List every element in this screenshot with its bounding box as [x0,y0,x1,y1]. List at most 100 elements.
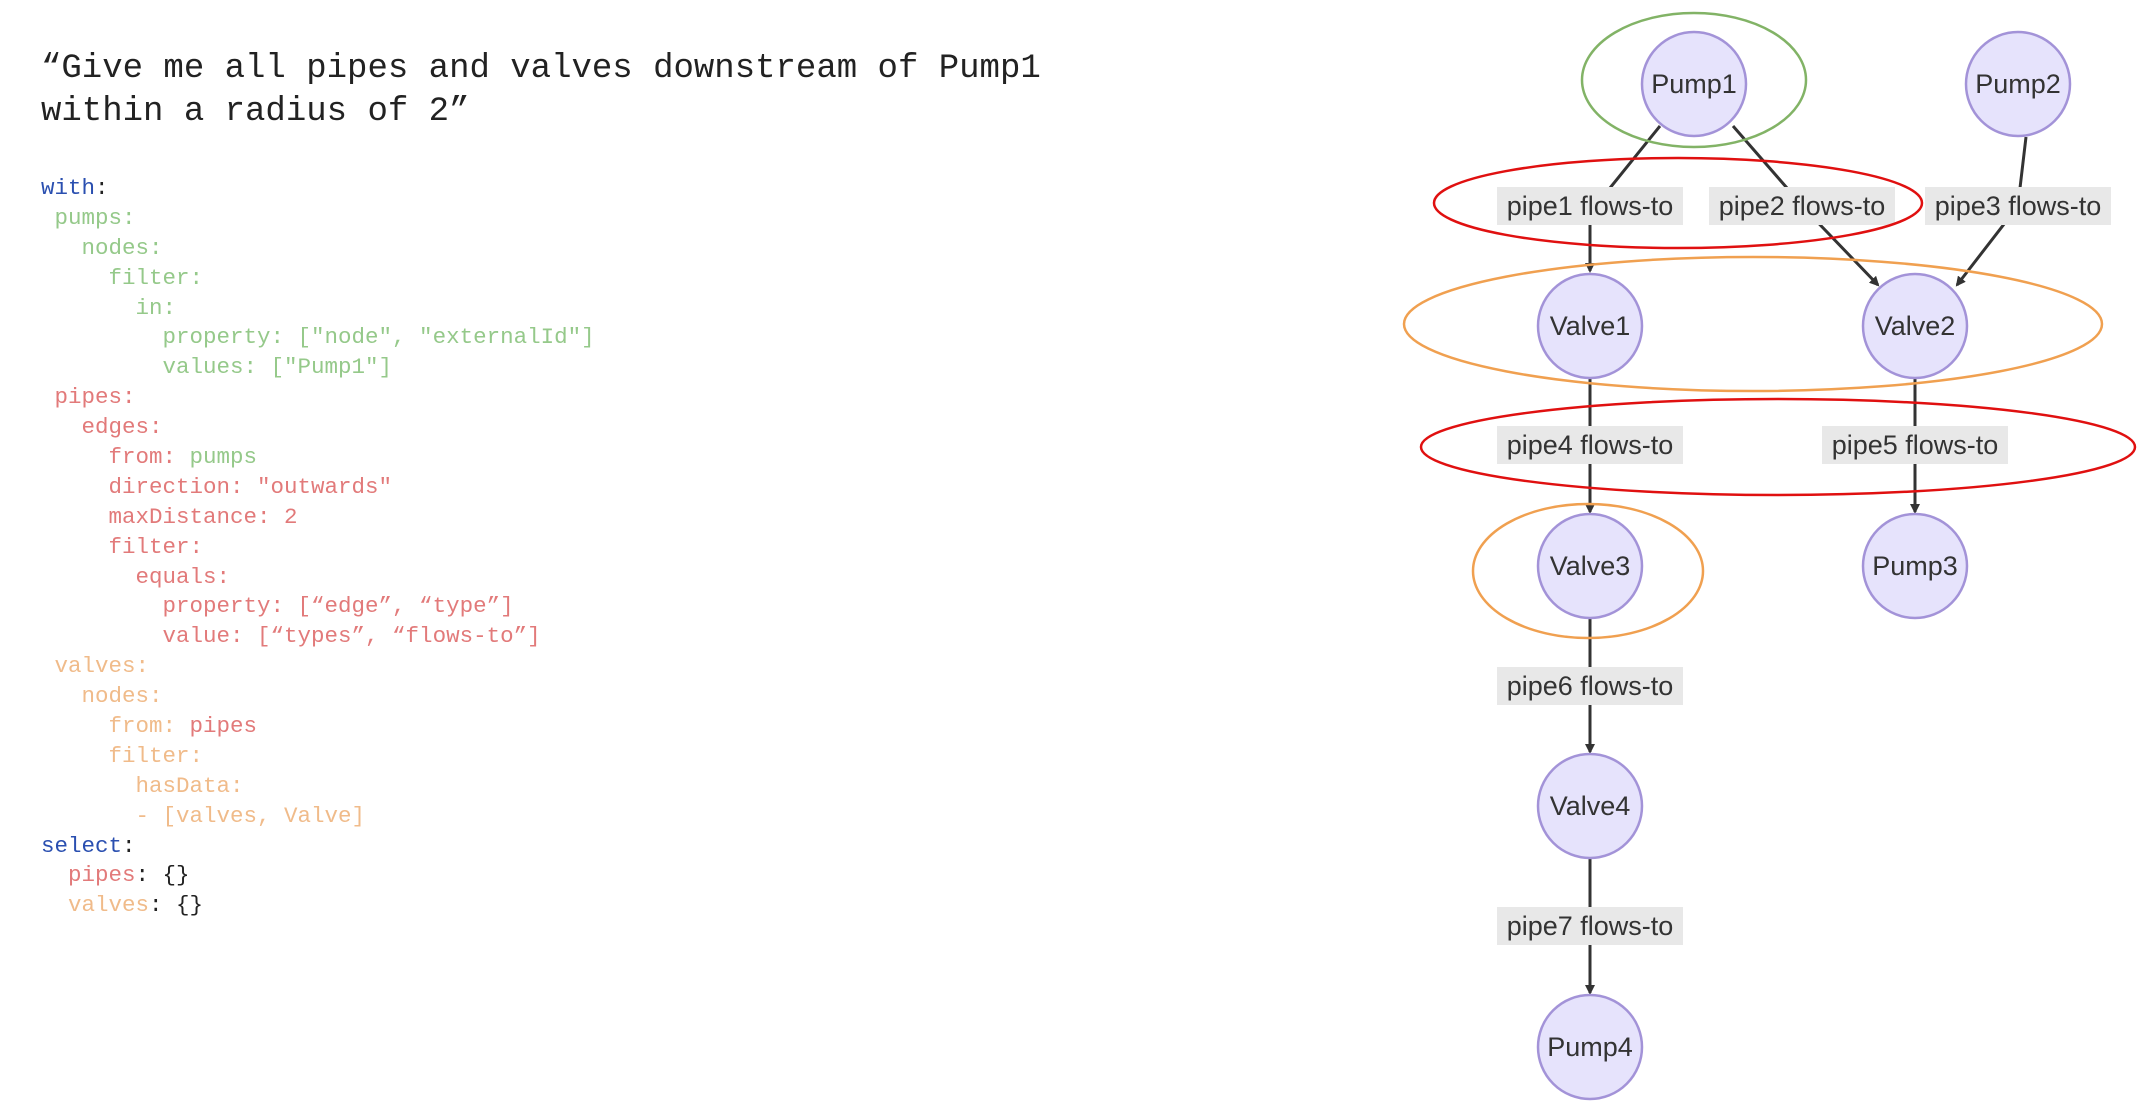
code-token: from: [41,444,190,471]
edge-label-background [1497,187,1683,225]
node-label: Pump4 [1547,1032,1633,1062]
code-token: - [valves, Valve] [41,802,366,829]
pipes-highlight-level1 [1432,156,1924,250]
node-circle [1536,512,1644,620]
node-circle [1861,512,1969,620]
edge-label-pipe6: pipe6 flows-to [1497,667,1683,705]
node-circle [1536,993,1644,1101]
code-token: pumps [189,444,258,471]
node-valve2: Valve2 [1861,272,1969,380]
node-valve4: Valve4 [1536,752,1644,860]
code-token: value: [“types”, “flows-to”] [41,623,541,650]
code-token: maxDistance: 2 [41,503,298,530]
valves-highlight-level2 [1471,502,1705,640]
code-line: select: [41,832,595,862]
code-token: with [41,175,96,201]
code-token: in: [41,294,177,321]
node-circle [1536,272,1644,380]
query-code-block: with: pumps: nodes: filter: in: property… [41,174,595,921]
code-token: filter: [41,742,204,769]
code-line: values: ["Pump1"] [41,353,595,383]
code-token: equals: [41,563,231,590]
node-pump4: Pump4 [1536,993,1644,1101]
node-valve1: Valve1 [1536,272,1644,380]
code-line: in: [41,294,595,324]
question-line-2: within a radius of 2” [41,93,470,131]
code-token: values: ["Pump1"] [41,354,393,381]
code-line: filter: [41,742,595,772]
code-line: nodes: [41,234,595,264]
pipes-highlight-level2 [1419,397,2137,497]
question-line-1: “Give me all pipes and valves downstream… [41,50,1041,88]
code-line: from: pumps [41,443,595,473]
edge-label-pipe2: pipe2 flows-to [1709,187,1895,225]
code-token: nodes: [41,234,163,261]
node-circle [1640,30,1748,138]
highlights-layer [1402,11,2137,640]
edge-label-pipe3: pipe3 flows-to [1925,187,2111,225]
node-pump1: Pump1 [1640,30,1748,138]
node-circle [1964,30,2072,138]
code-line: - [valves, Valve] [41,802,595,832]
code-line: with: [41,174,595,204]
edge-label-pipe5: pipe5 flows-to [1822,426,2008,464]
code-token: filter: [41,533,204,560]
code-token: nodes: [41,683,163,710]
code-line: from: pipes [41,712,595,742]
node-label: Valve1 [1550,311,1631,341]
code-token: direction: "outwards" [41,473,393,500]
edge-labels-layer: pipe1 flows-to pipe2 flows-to pipe3 flows-… [1497,187,2111,945]
code-token: pipes [41,862,136,889]
edge-label-text: pipe3 flows-to [1935,191,2102,221]
node-label: Valve2 [1875,311,1956,341]
node-circle [1536,752,1644,860]
code-line: valves: [41,652,595,682]
edge-label-background [1709,187,1895,225]
code-token: pipes [189,713,258,740]
code-line: property: [“edge”, “type”] [41,592,595,622]
code-line: pipes: {} [41,861,595,891]
node-pump2: Pump2 [1964,30,2072,138]
code-line: nodes: [41,682,595,712]
valves-highlight-level1 [1402,255,2104,393]
node-label: Valve3 [1550,551,1631,581]
code-token: valves: [41,653,150,680]
node-label: Pump3 [1872,551,1958,581]
code-token: edges: [41,414,163,441]
edge-label-background [1822,426,2008,464]
edge-label-background [1925,187,2111,225]
edge-label-text: pipe2 flows-to [1719,191,1886,221]
edge-label-text: pipe1 flows-to [1507,191,1674,221]
edge-label-text: pipe5 flows-to [1832,430,1999,460]
code-line: equals: [41,563,595,593]
code-token: : {} [149,892,204,919]
code-line: valves: {} [41,891,595,921]
edge-label-background [1497,907,1683,945]
code-token: filter: [41,264,204,291]
pumps-highlight [1580,11,1808,149]
node-label: Pump2 [1975,69,2061,99]
edge-label-background [1497,667,1683,705]
node-label: Pump1 [1651,69,1737,99]
edge-label-text: pipe6 flows-to [1507,671,1674,701]
code-line: pumps: [41,204,595,234]
code-token: valves [41,892,150,919]
code-token: : [122,832,136,859]
node-label: Valve4 [1550,791,1631,821]
code-line: filter: [41,264,595,294]
code-line: hasData: [41,772,595,802]
code-line: maxDistance: 2 [41,503,595,533]
node-valve3: Valve3 [1536,512,1644,620]
code-token: hasData: [41,772,244,799]
node-circle [1861,272,1969,380]
edge-label-text: pipe4 flows-to [1507,430,1674,460]
edge-label-pipe4: pipe4 flows-to [1497,426,1683,464]
code-line: edges: [41,413,595,443]
code-token: property: ["node", "externalId"] [41,324,595,351]
code-line: direction: "outwards" [41,473,595,503]
code-line: pipes: [41,383,595,413]
code-token: : [95,175,109,201]
code-token: select [41,832,123,859]
